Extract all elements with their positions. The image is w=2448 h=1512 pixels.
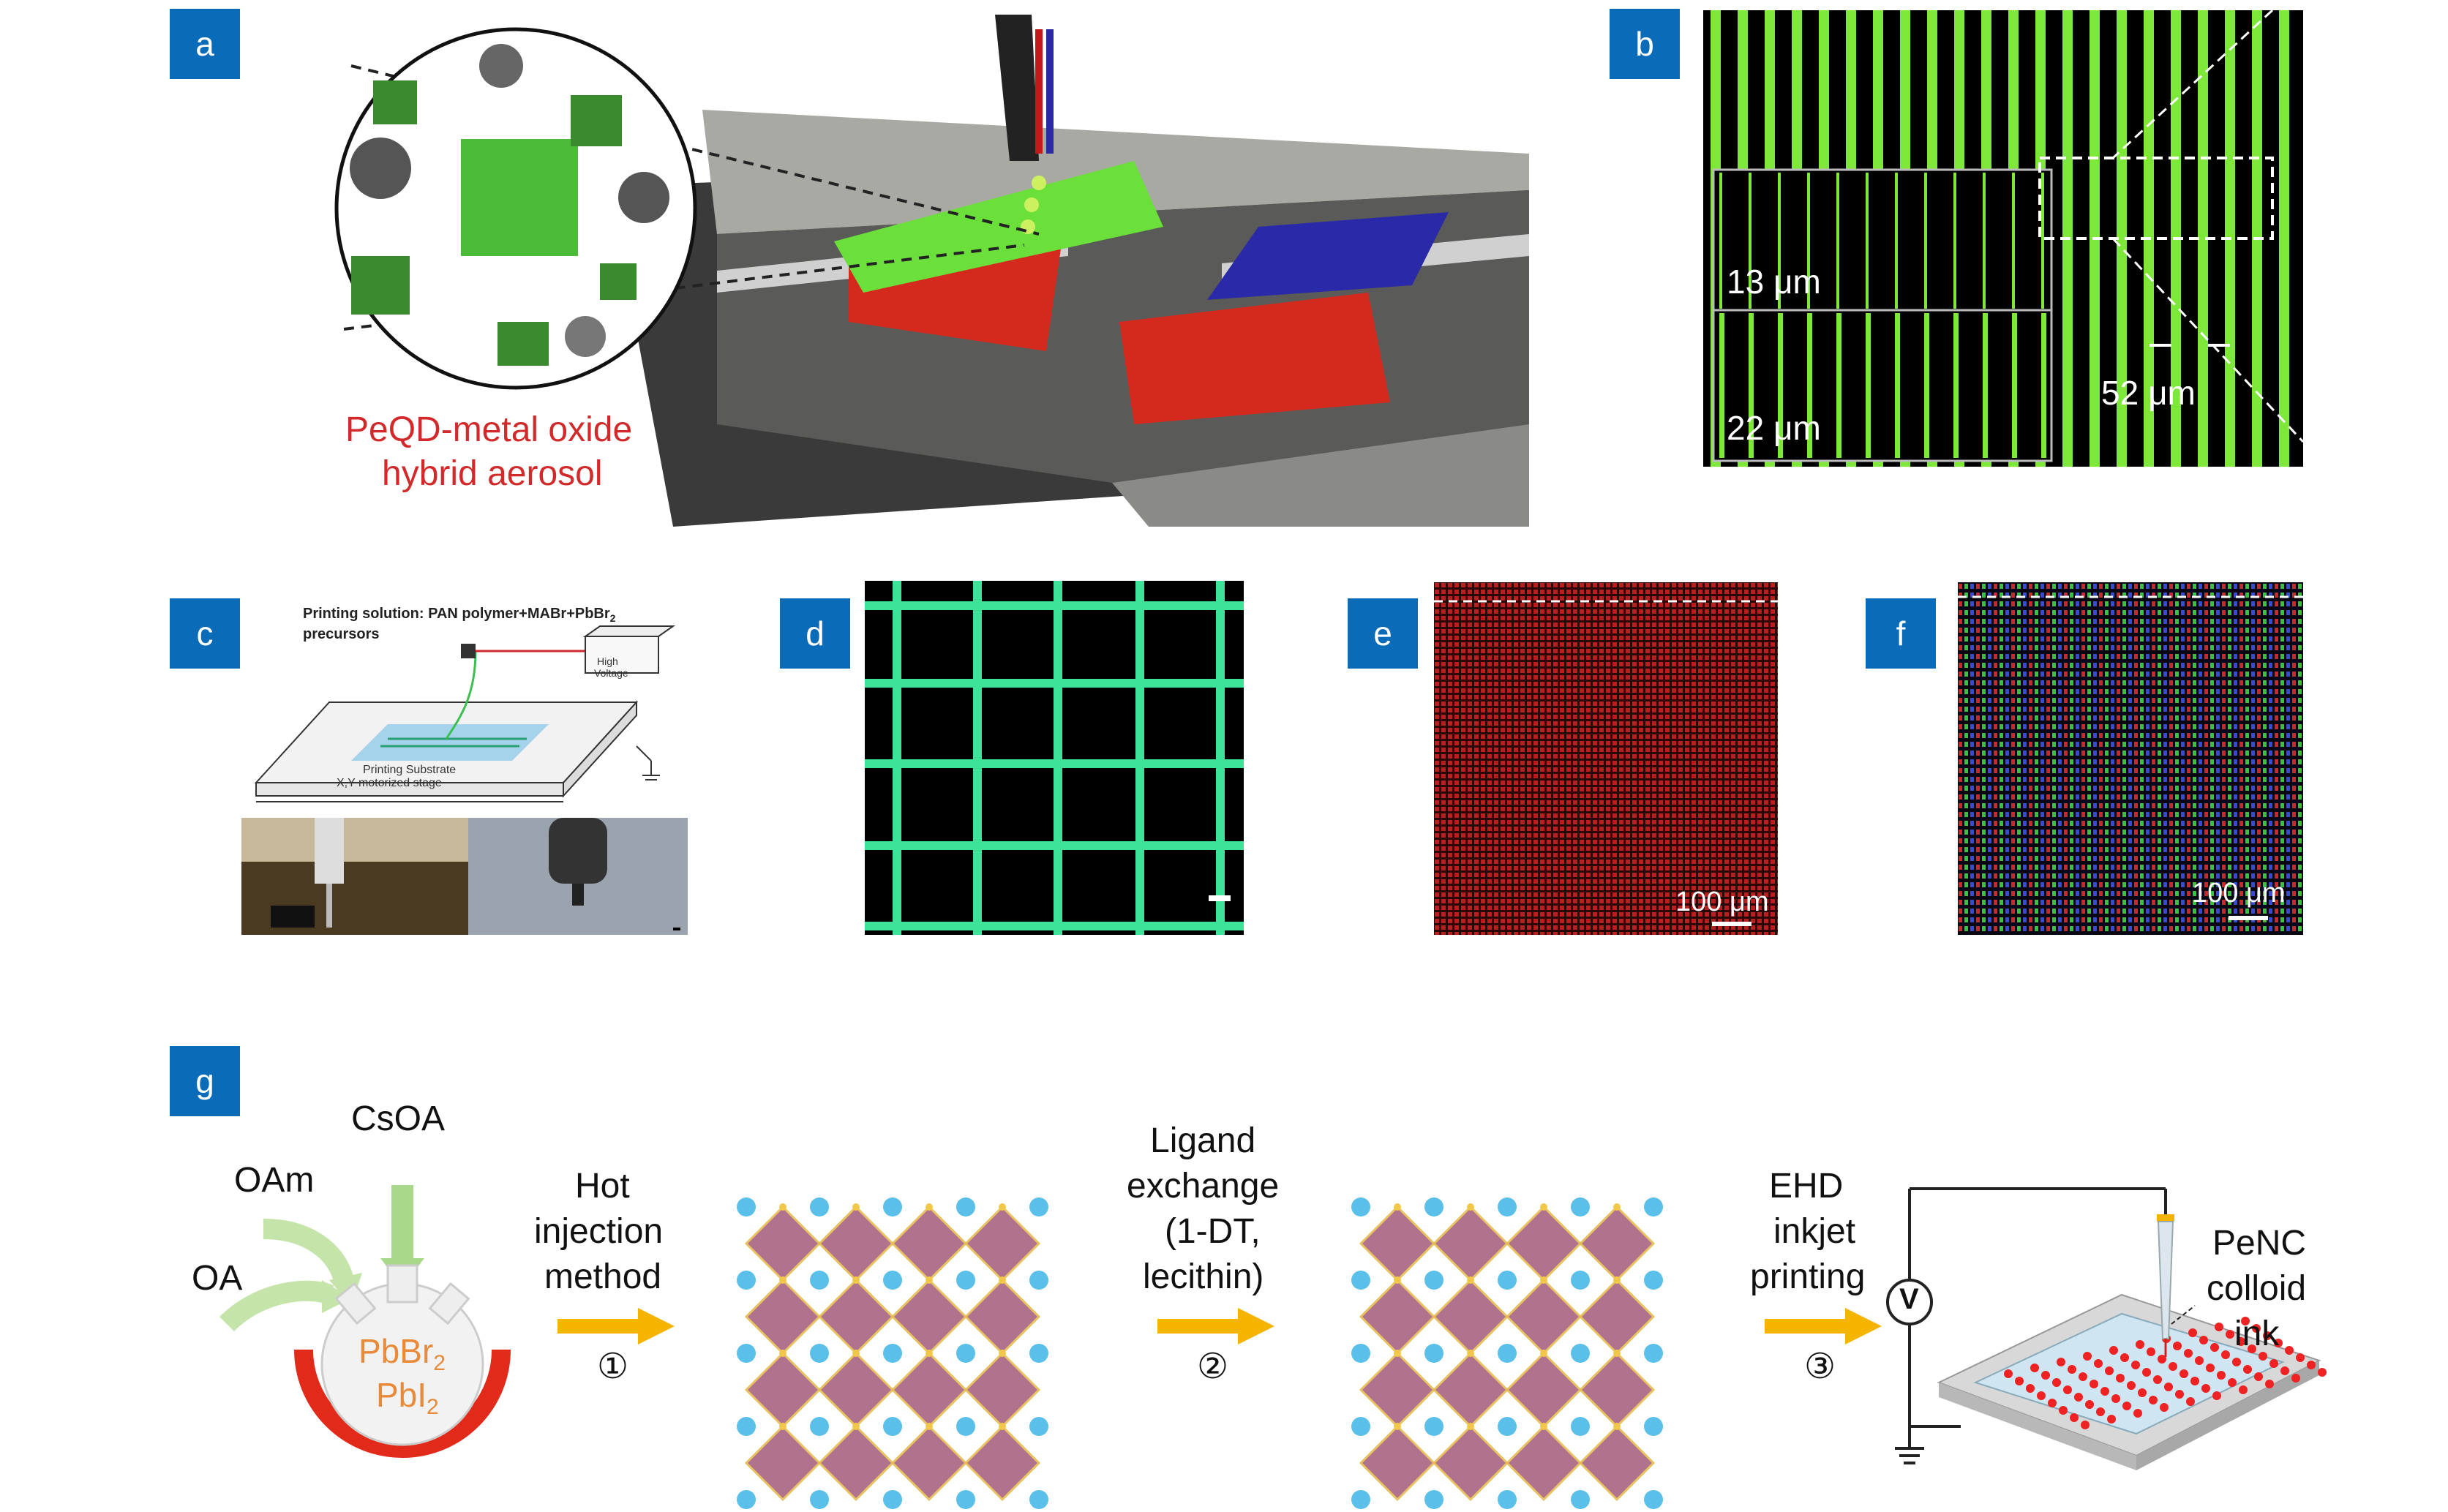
- panel-g-step2-num: ②: [1197, 1347, 1229, 1386]
- panel-g-csoa: CsOA: [351, 1099, 446, 1138]
- panel-g-crystal-exchanged: [1351, 1197, 1663, 1509]
- panel-g-step1-line1: Hot: [575, 1167, 630, 1206]
- panel-g-ink-line2: colloid: [2207, 1269, 2307, 1308]
- panel-g-step1-line2: injection: [534, 1212, 664, 1251]
- panel-label-a: a: [170, 9, 240, 79]
- panel-g-step2-arrow: [1157, 1308, 1274, 1344]
- panel-g-ink-line1: PeNC: [2212, 1224, 2307, 1263]
- panel-g-pbi: PbI2: [376, 1376, 439, 1420]
- panel-c-high-voltage-2: Voltage: [594, 667, 628, 679]
- panel-b-width-22: 22 μm: [1727, 409, 1821, 447]
- panel-label-c: c: [170, 598, 240, 669]
- panel-b-pitch: 52 μm: [2101, 374, 2196, 412]
- panel-a-caption-line1: PeQD-metal oxide: [345, 410, 633, 449]
- panel-g-step2-line3: (1-DT,: [1165, 1212, 1261, 1251]
- panel-g-step3-num: ③: [1804, 1347, 1836, 1386]
- panel-g-step1-num: ①: [597, 1347, 629, 1386]
- panel-g-step3-line2: inkjet: [1773, 1212, 1856, 1251]
- panel-g-step2-line4: lecithin): [1143, 1257, 1264, 1296]
- panel-b-width-13: 13 μm: [1727, 263, 1821, 301]
- panel-c-title-line1: Printing solution: PAN polymer+MABr+PbBr…: [303, 606, 616, 624]
- panel-g-oa: OA: [192, 1259, 243, 1298]
- panel-g-step2-line1: Ligand: [1150, 1121, 1256, 1160]
- panel-c-substrate: Printing Substrate: [363, 764, 457, 776]
- panel-a-illustration: [334, 15, 1529, 527]
- panel-g-ink-line3: ink: [2234, 1314, 2280, 1353]
- panel-d-grid: [865, 581, 1244, 935]
- panel-label-d: d: [780, 598, 850, 669]
- panel-g-crystal-initial: [737, 1197, 1048, 1509]
- panel-c-photos: [241, 818, 688, 935]
- panel-g-step1-line3: method: [544, 1257, 662, 1296]
- panel-label-b: b: [1610, 9, 1680, 79]
- panel-g-step3-arrow: [1765, 1308, 1882, 1344]
- panel-e-scale-label: 100 μm: [1675, 887, 1769, 917]
- panel-label-g: g: [170, 1046, 240, 1116]
- panel-f-scale-label: 100 μm: [2192, 878, 2286, 909]
- panel-c-high-voltage-1: High: [597, 655, 618, 667]
- panel-g-flask: [219, 1185, 511, 1458]
- panel-g-step3-line3: printing: [1750, 1257, 1866, 1296]
- panel-e-array: [1434, 582, 1778, 935]
- panel-g-pbbr: PbBr2: [358, 1332, 446, 1376]
- panel-label-f: f: [1866, 598, 1936, 669]
- panel-g-step1-arrow: [557, 1308, 675, 1344]
- panel-g-oam: OAm: [234, 1161, 315, 1200]
- panel-g-voltmeter: V: [1899, 1283, 1919, 1315]
- panel-f-array: [1958, 582, 2303, 935]
- panel-c-schematic: [254, 625, 676, 802]
- panel-g-ehd-printer: [1886, 1187, 2327, 1470]
- panel-b-micrograph: [1703, 9, 2305, 467]
- panel-a-caption-line2: hybrid aerosol: [382, 454, 603, 493]
- panel-g-step3-line1: EHD: [1769, 1167, 1844, 1206]
- panel-c-stage: X,Y motorized stage: [337, 777, 442, 789]
- panel-label-e: e: [1348, 598, 1418, 669]
- panel-c-title-line2: precursors: [303, 626, 380, 642]
- panel-g-step2-line2: exchange: [1127, 1167, 1280, 1206]
